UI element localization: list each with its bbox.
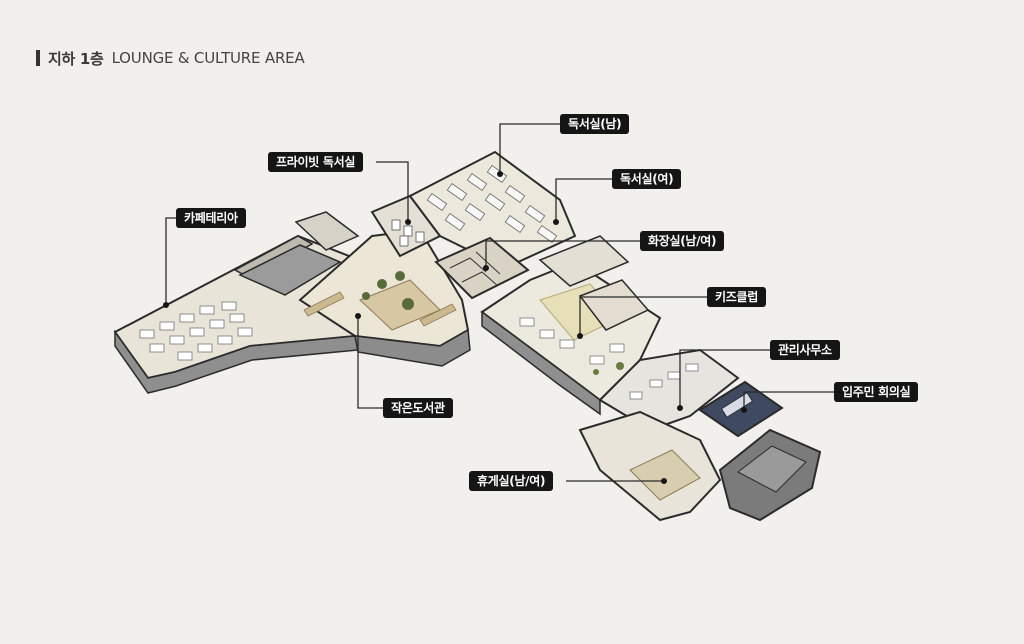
hall-front-glass — [481, 310, 601, 416]
resident-meeting-room — [698, 380, 784, 438]
hall-furniture — [519, 317, 625, 365]
stair-core-inner — [737, 445, 807, 493]
leader-kids-club — [579, 296, 707, 336]
floor-title: 지하 1층 — [48, 49, 104, 68]
label-kids-club: 키즈클럽 — [707, 287, 766, 307]
meeting-table — [721, 392, 753, 418]
label-restroom: 화장실(남/여) — [640, 231, 725, 251]
leader-dots — [163, 171, 747, 484]
cafeteria-kitchen — [238, 244, 342, 296]
leader-resident-meeting — [743, 391, 834, 410]
leader-restroom — [485, 240, 640, 268]
label-reading-room-male: 독서실(남) — [560, 114, 630, 134]
leader-cafeteria — [165, 217, 186, 305]
cafeteria-tower — [294, 211, 360, 251]
leader-admin-office — [679, 349, 770, 408]
library-bookshelves — [303, 291, 457, 327]
kids-club-room — [578, 279, 650, 331]
label-small-library: 작은도서관 — [383, 398, 453, 418]
label-private-reading-room: 프라이빗 독서실 — [268, 152, 364, 172]
leader-reading-male — [499, 123, 562, 174]
area-title: LOUNGE & CULTURE AREA — [111, 49, 305, 67]
label-lounge-rest-room: 휴게실(남/여) — [469, 471, 554, 491]
hall-plants — [593, 362, 624, 375]
storage-room — [538, 235, 630, 287]
leader-reading-female — [555, 178, 612, 222]
page-title: 지하 1층 LOUNGE & CULTURE AREA — [36, 48, 305, 68]
restroom-stalls — [449, 251, 501, 287]
library-plants — [362, 271, 414, 310]
leader-lines — [165, 123, 834, 482]
label-reading-room-female: 독서실(여) — [612, 169, 682, 189]
cafeteria-tables — [139, 301, 253, 361]
label-admin-office: 관리사무소 — [770, 340, 840, 360]
title-accent-bar — [36, 50, 40, 66]
leader-private-reading — [376, 161, 409, 222]
leader-library — [357, 316, 383, 409]
admin-desks — [629, 363, 699, 400]
reading-room-floor — [408, 150, 577, 270]
label-cafeteria: 카페테리아 — [176, 208, 246, 228]
label-resident-meeting-room: 입주민 회의실 — [834, 382, 919, 402]
reading-room-desks — [426, 165, 558, 243]
lounge-rest-room — [629, 449, 701, 501]
private-reading-booths — [391, 219, 425, 247]
